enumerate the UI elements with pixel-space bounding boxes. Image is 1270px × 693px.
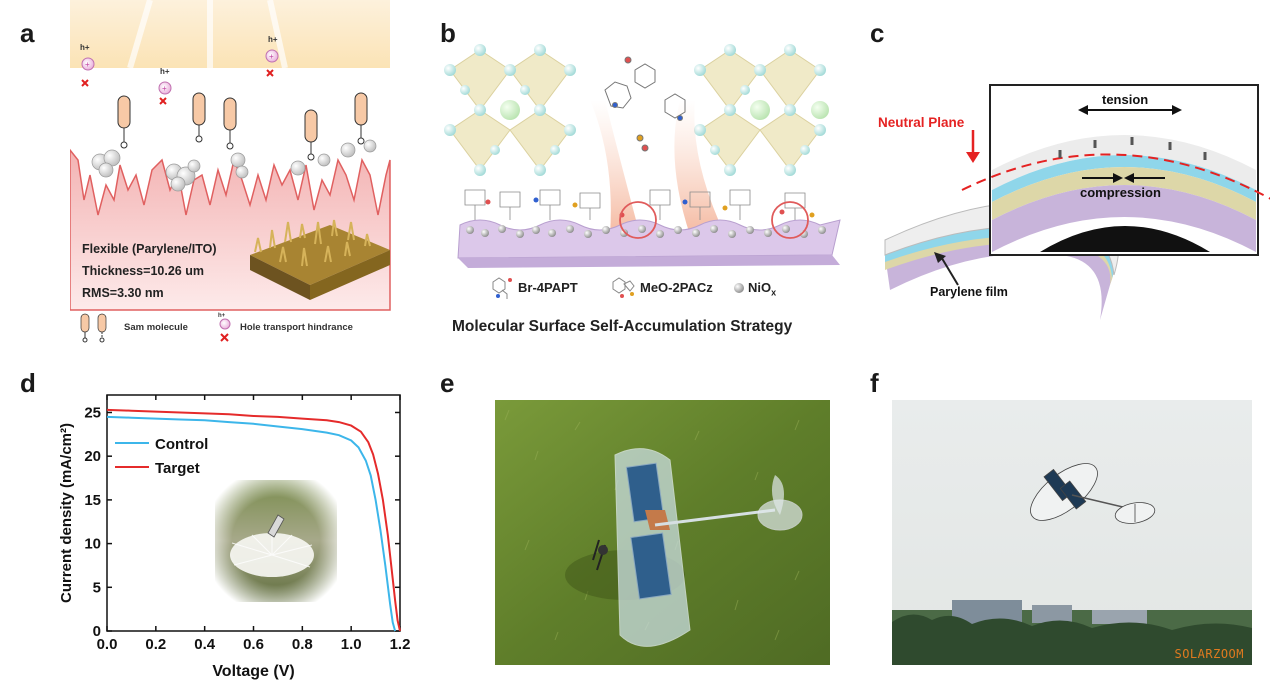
substrate-text-line1: Flexible (Parylene/ITO) — [82, 242, 217, 256]
accumulation-beam — [590, 100, 640, 235]
legend-label-control: Control — [155, 436, 208, 453]
flying-aircraft — [1030, 463, 1156, 524]
meo-2pacz-molecule-icon — [612, 277, 635, 298]
panel-b-diagram — [444, 44, 841, 268]
neutral-plane-line — [961, 153, 1270, 200]
br-4papt-molecule-icon — [492, 277, 512, 299]
x-tick-label: 0.0 — [97, 636, 118, 653]
hole-carrier-icon: h+ + — [80, 43, 95, 87]
sam-molecule-floating — [604, 56, 686, 152]
x-tick-label: 1.0 — [341, 636, 362, 653]
strain-markers — [1058, 137, 1207, 160]
substrate-text-line3: RMS=3.30 nm — [82, 286, 164, 300]
legend-meo-2pacz: MeO-2PACz — [640, 280, 713, 295]
panel-f-aircraft-flight-photo: SOLARZOOM — [892, 400, 1252, 665]
panel-label-b: b — [440, 18, 456, 48]
panel-b-caption: Molecular Surface Self-Accumulation Stra… — [452, 318, 793, 335]
zoomed-layer-stack — [992, 135, 1256, 252]
y-tick-label: 0 — [93, 623, 101, 640]
parylene-film-label: Parylene film — [930, 285, 1008, 299]
panel-e-aircraft-on-grass-photo — [495, 400, 830, 665]
cross-icon — [266, 69, 274, 77]
y-tick-label: 25 — [84, 404, 101, 421]
x-axis-label: Voltage (V) — [212, 663, 294, 680]
svg-text:+: + — [85, 60, 90, 69]
tension-label: tension — [1102, 92, 1149, 107]
panel-label-a: a — [20, 18, 35, 48]
legend-sam-molecule: Sam molecule — [124, 322, 188, 333]
series-line-control — [106, 415, 397, 632]
x-tick-label: 0.2 — [145, 636, 166, 653]
compression-label: compression — [1080, 185, 1161, 200]
substrate-text-line2: Thickness=10.26 um — [82, 264, 204, 278]
panel-label-e: e — [440, 368, 455, 398]
x-tick-label: 0.8 — [292, 636, 313, 653]
x-tick-label: 0.6 — [243, 636, 264, 653]
solarzoom-watermark: SOLARZOOM — [1174, 647, 1244, 661]
svg-text:+: + — [269, 52, 274, 61]
y-axis-label: Current density (mA/cm²) — [58, 423, 75, 603]
anchored-sam-layer — [464, 189, 806, 220]
svg-text:h+: h+ — [218, 313, 226, 319]
y-tick-label: 15 — [84, 492, 101, 509]
neutral-plane-label: Neutral Plane — [878, 115, 965, 130]
sam-molecules — [117, 92, 368, 161]
svg-text:h+: h+ — [80, 43, 90, 52]
legend-niox: NiOx — [748, 280, 777, 298]
panel-a-sam-schematic: h+ + h+ + h+ + — [69, 0, 400, 345]
cross-icon — [81, 79, 89, 87]
series-line-target — [106, 408, 401, 632]
panel-label-d: d — [20, 368, 36, 398]
y-tick-label: 20 — [84, 448, 101, 465]
hole-hindrance-legend-icon: h+ — [218, 313, 231, 342]
panel-c-neutral-plane: Neutral Plane tension compression Paryle… — [870, 30, 1270, 330]
ground-treeline — [892, 600, 1252, 665]
highlight-circle — [619, 201, 657, 239]
nio-substrate — [457, 219, 841, 259]
y-tick-label: 10 — [84, 536, 101, 553]
nio-particles — [91, 139, 377, 192]
panel-label-c: c — [870, 18, 885, 48]
x-tick-label: 0.4 — [194, 636, 216, 653]
legend-label-target: Target — [155, 460, 200, 477]
nio-sphere-icon — [734, 283, 744, 293]
nio-spheres — [466, 225, 826, 238]
perovskite-lattice-right — [694, 44, 829, 176]
solar-aircraft-model — [592, 448, 803, 647]
sam-molecule-legend-icon — [80, 313, 107, 343]
legend-br-4papt: Br-4PAPT — [518, 280, 578, 295]
cross-icon — [159, 97, 167, 105]
svg-text:+: + — [162, 84, 167, 93]
panel-b-self-accumulation: Br-4PAPT MeO-2PACz NiOx Molecular Surfac… — [440, 30, 860, 345]
highlight-circle — [771, 201, 809, 239]
x-tick-label: 1.2 — [390, 636, 411, 653]
parylene-arrow — [939, 254, 959, 286]
panel-a-diagram: h+ + h+ + h+ + — [69, 0, 391, 311]
svg-text:h+: h+ — [160, 67, 170, 76]
top-electrode-glow — [70, 0, 390, 68]
hole-carrier-icon: h+ + — [158, 67, 172, 105]
afm-topography-inset — [250, 219, 390, 300]
perovskite-lattice-left — [444, 44, 576, 176]
hole-carrier-icon: h+ + — [265, 35, 279, 77]
dandelion-inset-photo — [215, 480, 337, 602]
panel-label-f: f — [870, 368, 879, 398]
y-tick-label: 5 — [93, 579, 101, 596]
svg-text:h+: h+ — [268, 35, 278, 44]
legend-hole-transport-hindrance: Hole transport hindrance — [240, 322, 353, 333]
panel-c-diagram — [884, 84, 1270, 320]
